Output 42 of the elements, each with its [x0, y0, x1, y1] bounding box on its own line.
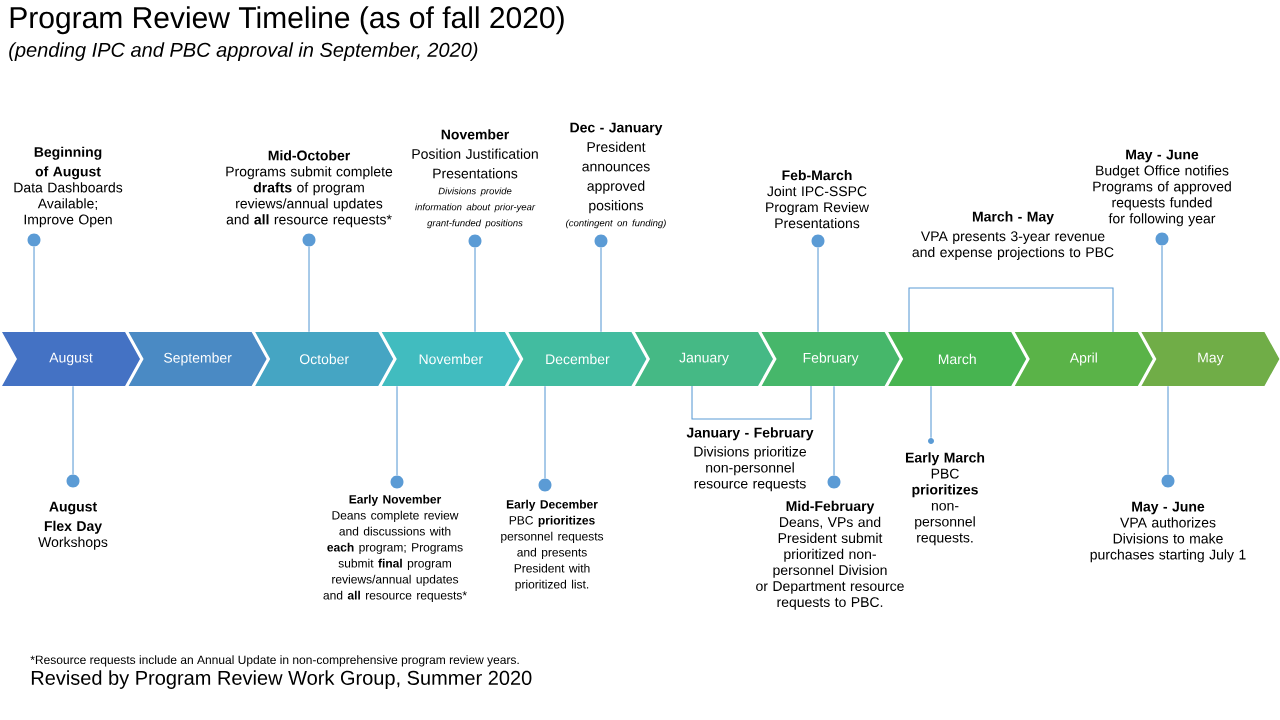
event-text: August Flex Day Workshops [38, 501, 108, 550]
pin-line [930, 385, 932, 439]
pin-line [33, 246, 35, 333]
pin-line [396, 385, 398, 476]
event-text: Divisions prioritize non-personnel resource requests [694, 446, 807, 492]
pin-line [833, 385, 835, 476]
month-band: January [635, 332, 773, 386]
event-text: Dec - January President announces approved positions (contingent on funding) [566, 122, 666, 229]
pin-line [308, 246, 310, 333]
pin-line [600, 247, 602, 333]
footnote: *Resource requests include an Annual Update in non-comprehensive program review years. [30, 655, 519, 667]
heading: March - May [972, 211, 1054, 225]
month-band: September [128, 332, 267, 386]
month-band: April [1014, 332, 1153, 386]
event-text: May - June VPA authorizes Divisions to make purchases starting July 1 [1090, 501, 1246, 563]
pin-line [817, 247, 819, 333]
month-band: February [761, 332, 900, 386]
month-band: November [381, 332, 520, 386]
credit-line: Revised by Program Review Work Group, Summer 2020 [31, 670, 532, 689]
pin-line [544, 385, 546, 479]
event-text: Early March PBC prioritizes non-personnel requests. [906, 452, 985, 546]
title: Program Review Timeline (as of fall 2020) [10, 6, 564, 35]
event-text: Mid-October Programs submit complete drafts of program reviews/annual updates and all resource requests* [226, 150, 393, 228]
month-band: May [1141, 332, 1280, 386]
event-text: Beginning of August Data Dashboards Available; Improve Open [14, 146, 123, 228]
pin-line [72, 385, 74, 475]
pin-line [1167, 385, 1169, 475]
subtitle: (pending IPC and PBC approval in September, 2020) [9, 42, 478, 61]
event-text: May - June Budget Office notifies Programs of approved requests funded for following year [1093, 149, 1231, 227]
month-band: October [255, 332, 394, 386]
event-text: Feb-March Joint IPC-SSPC Program Review Presentations [766, 169, 870, 229]
event-text: Mid-February Deans, VPs and President submit prioritized non-personnel Division or Department resource requests to PBC. [756, 500, 904, 610]
heading: January - February [686, 427, 814, 441]
event-text: Early December PBC prioritizes personnel requests and presents President with prioritized list. [501, 499, 604, 591]
event-text: VPA presents 3-year revenue and expense projections to PBC [912, 231, 1114, 260]
month-band: March [888, 332, 1027, 386]
event-text: Early November Deans complete review and discussions with each program; Programs submit final program reviews/annual updates and all resource requests* [323, 494, 467, 602]
month-band: December [508, 332, 647, 386]
pin-line [1161, 245, 1163, 333]
pin-line [474, 247, 476, 333]
event-text: November Position Justification Presentations Divisions provide information about prior-year grant-funded positions [412, 129, 538, 229]
month-band: August [2, 332, 140, 386]
